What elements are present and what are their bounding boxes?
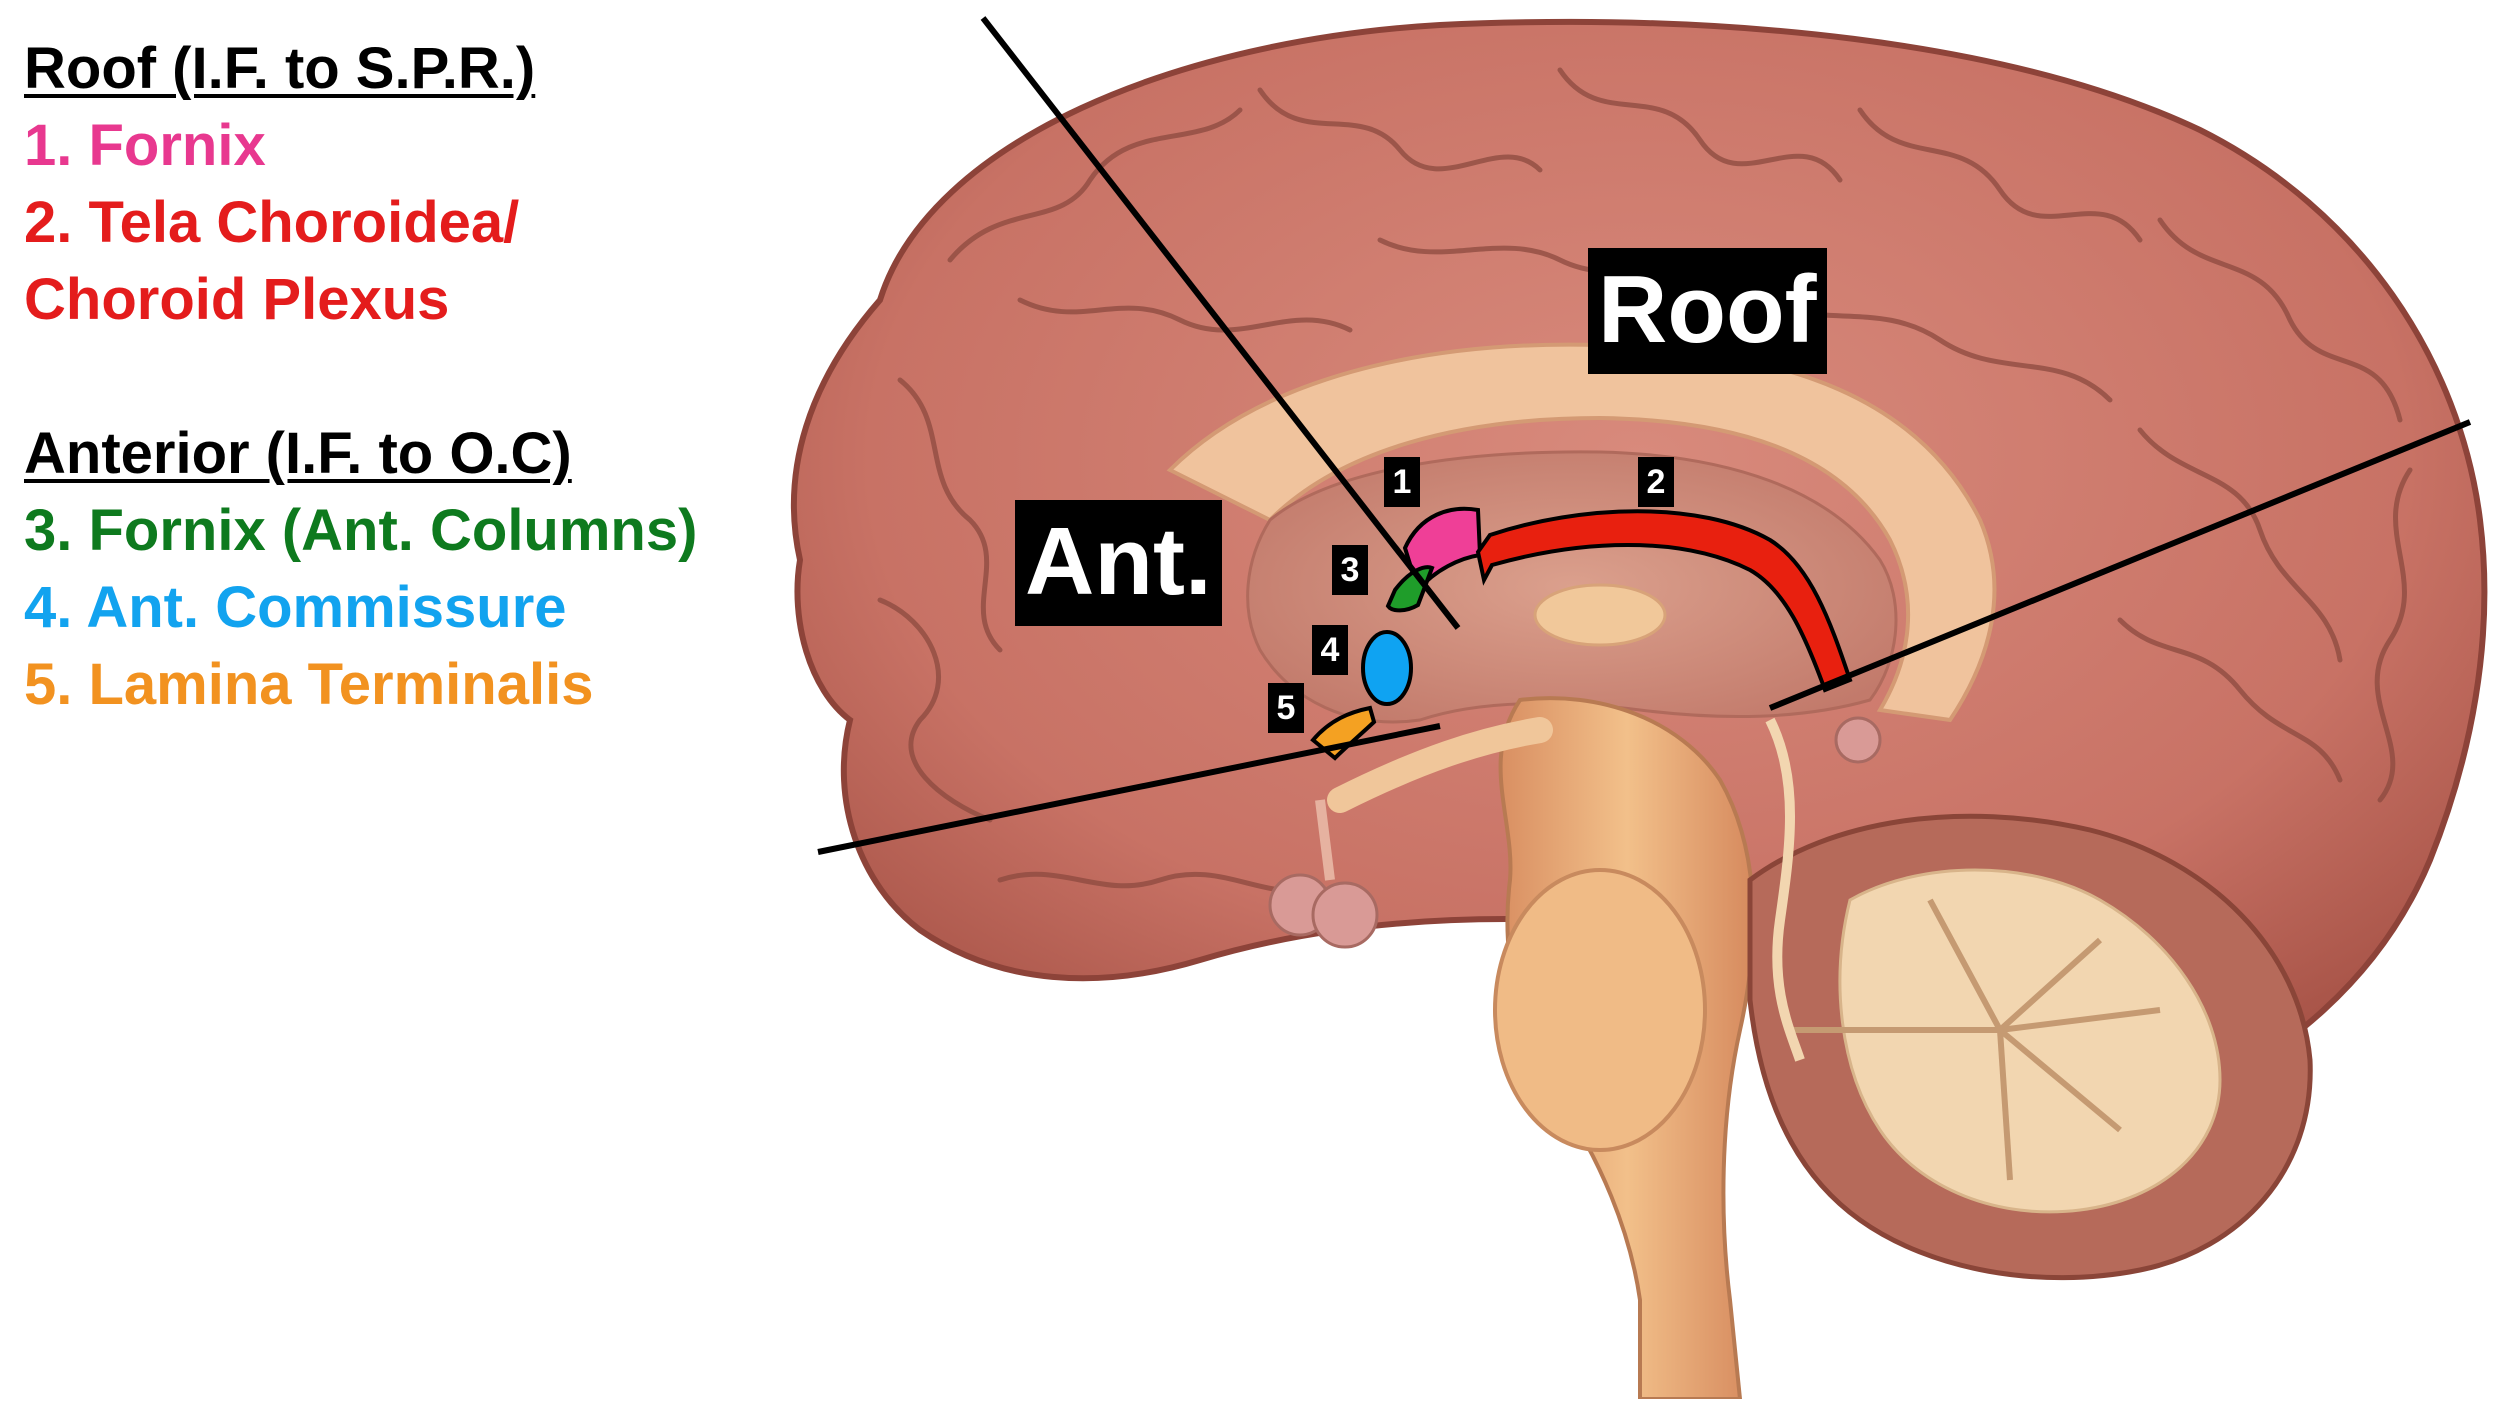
tela-choroidea-shape <box>1475 509 1853 693</box>
arbor-vitae <box>1838 868 2222 1214</box>
posterior-boundary-line <box>1768 419 2472 711</box>
lamina-terminalis-shape <box>1310 705 1377 761</box>
marker-5: 5 <box>1268 683 1304 733</box>
corpus-callosum <box>1166 342 1997 723</box>
pons <box>1493 868 1707 1152</box>
anterior-heading: Anterior (I.F. to O.C) <box>24 421 572 486</box>
legend-fornix-columns: 3. Fornix (Ant. Columns) <box>24 498 698 563</box>
anterior-boundary-line <box>980 16 1461 630</box>
roof-label: Roof <box>1588 248 1827 374</box>
pineal <box>1834 716 1882 764</box>
thalamus-adhesion <box>1533 583 1667 647</box>
marker-3: 3 <box>1332 545 1368 595</box>
marker-1: 1 <box>1384 457 1420 507</box>
legend-tela-choroidea: 2. Tela Choroidea/ <box>24 190 520 255</box>
marker-2: 2 <box>1638 457 1674 507</box>
anterior-label: Ant. <box>1015 500 1222 626</box>
arbor-branches <box>1790 898 2161 1181</box>
ant-commissure-shape <box>1361 630 1413 706</box>
optic-tract <box>1327 717 1553 813</box>
legend: Roof (I.F. to S.P.R.) 1. Fornix 2. Tela … <box>24 30 697 723</box>
fourth-ventricle-floor <box>1765 717 1805 1062</box>
marker-4: 4 <box>1312 625 1348 675</box>
pituitary <box>1268 799 1379 949</box>
legend-lamina-terminalis: 5. Lamina Terminalis <box>24 652 594 717</box>
legend-choroid-plexus: Choroid Plexus <box>24 267 450 332</box>
roof-heading: Roof (I.F. to S.P.R.) <box>24 36 536 101</box>
legend-fornix: 1. Fornix <box>24 113 266 178</box>
legend-ant-commissure: 4. Ant. Commissure <box>24 575 567 640</box>
floor-boundary-line <box>817 723 1441 855</box>
